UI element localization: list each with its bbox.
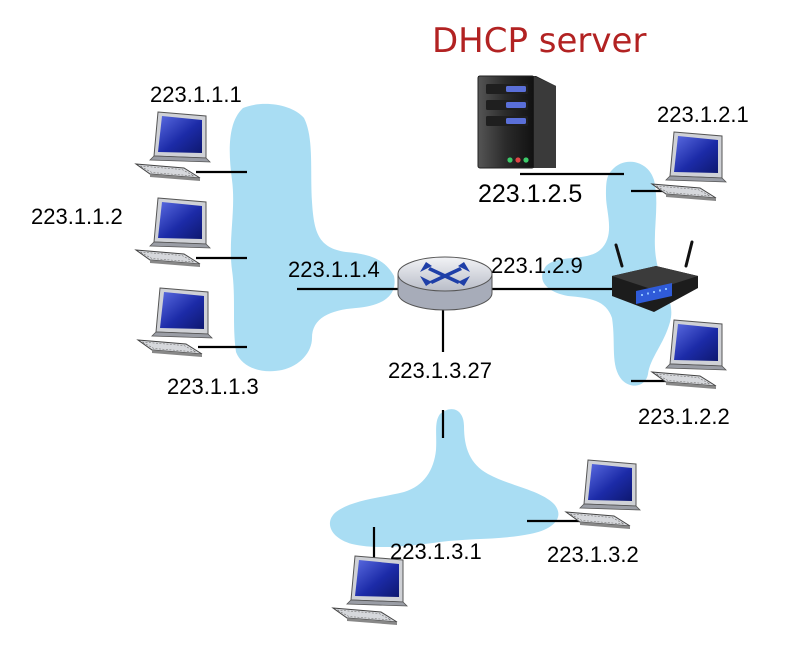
subnet-223-1-2-cloud bbox=[542, 161, 672, 386]
wireless-access-point bbox=[612, 240, 698, 312]
server-icon bbox=[477, 75, 556, 169]
desktop-computer-icon bbox=[651, 131, 727, 202]
host-label-223-1-1-3: 223.1.1.3 bbox=[167, 374, 259, 399]
dhcp-server-title: DHCP server bbox=[432, 21, 647, 61]
host-223-1-2-1 bbox=[651, 131, 727, 202]
router-interface-label-223-1-3-27: 223.1.3.27 bbox=[388, 358, 492, 383]
host-223-1-1-1 bbox=[135, 111, 211, 182]
links bbox=[196, 170, 668, 560]
host-label-223-1-1-1: 223.1.1.1 bbox=[150, 82, 242, 107]
desktop-computer-icon bbox=[332, 555, 408, 626]
router-interface-label-223-1-2-9: 223.1.2.9 bbox=[491, 253, 583, 278]
host-223-1-3-2 bbox=[565, 459, 641, 530]
desktop-computer-icon bbox=[135, 197, 211, 268]
host-label-223-1-2-2: 223.1.2.2 bbox=[638, 404, 730, 429]
wireless-access-point-icon bbox=[612, 240, 698, 312]
host-label-223-1-3-2: 223.1.3.2 bbox=[547, 542, 639, 567]
router-icon bbox=[397, 256, 493, 311]
host-label-223-1-1-2: 223.1.1.2 bbox=[31, 204, 123, 229]
host-223-1-1-2 bbox=[135, 197, 211, 268]
server-address-label: 223.1.2.5 bbox=[478, 180, 583, 208]
router-interface-label-223-1-1-4: 223.1.1.4 bbox=[288, 257, 380, 282]
host-label-223-1-2-1: 223.1.2.1 bbox=[657, 102, 749, 127]
subnet-223-1-3-cloud bbox=[329, 409, 559, 548]
host-223-1-3-1 bbox=[332, 555, 408, 626]
desktop-computer-icon bbox=[135, 111, 211, 182]
dhcp-server bbox=[477, 75, 556, 169]
router bbox=[397, 256, 493, 311]
subnet-223-1-1-cloud bbox=[229, 103, 395, 372]
host-label-223-1-3-1: 223.1.3.1 bbox=[390, 539, 482, 564]
desktop-computer-icon bbox=[565, 459, 641, 530]
